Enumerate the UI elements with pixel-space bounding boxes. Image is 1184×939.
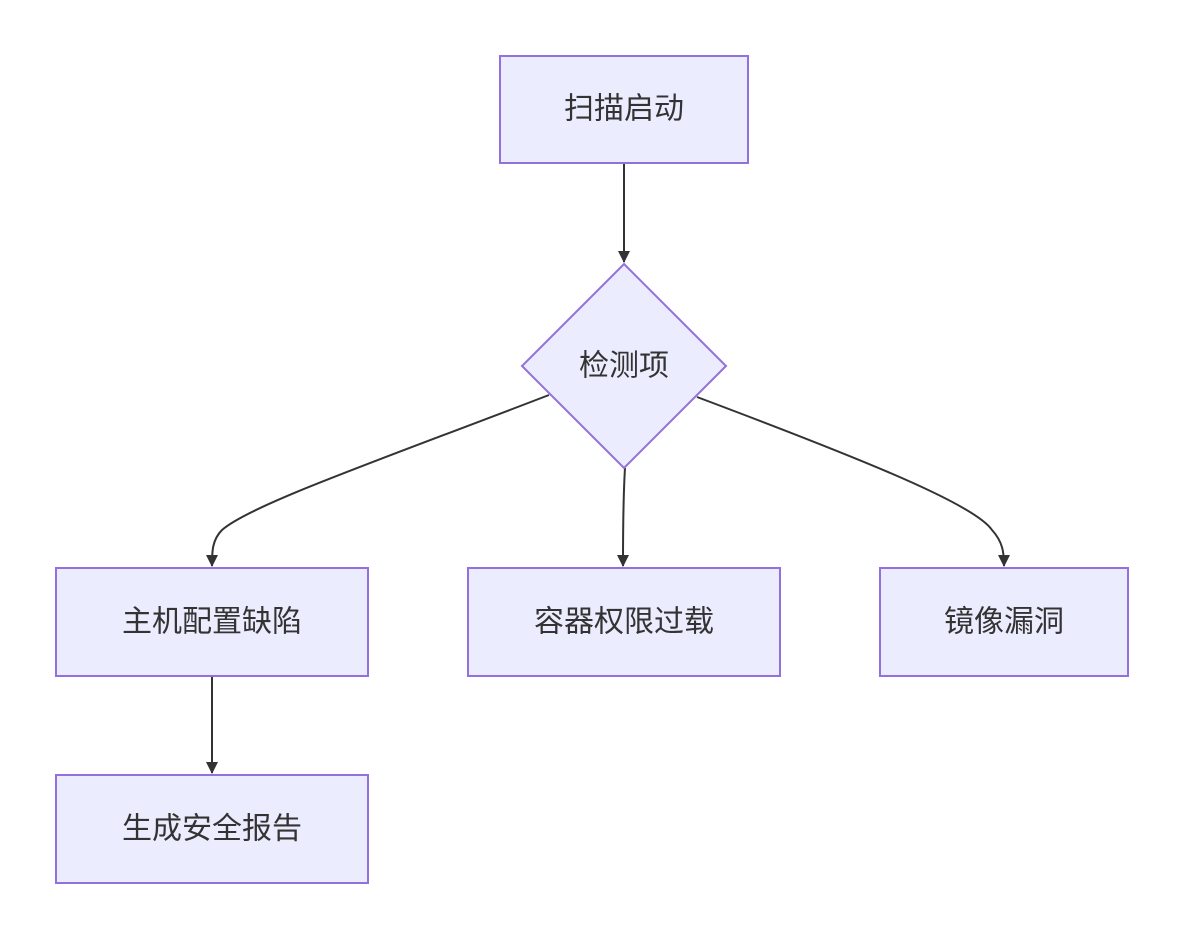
node-detection-decision-label: 检测项 bbox=[579, 349, 669, 384]
edge-check-to-container bbox=[617, 467, 630, 567]
node-host-config-defect-label: 主机配置缺陷 bbox=[122, 605, 302, 640]
node-image-vulnerability-label: 镜像漏洞 bbox=[944, 605, 1064, 640]
node-container-privilege-overload: 容器权限过载 bbox=[467, 567, 781, 677]
node-host-config-defect: 主机配置缺陷 bbox=[55, 567, 369, 677]
edges bbox=[206, 163, 1010, 774]
node-detection-decision: 检测项 bbox=[520, 262, 728, 470]
node-generate-security-report: 生成安全报告 bbox=[55, 774, 369, 884]
node-container-privilege-overload-label: 容器权限过载 bbox=[534, 605, 714, 640]
node-scan-start: 扫描启动 bbox=[499, 55, 749, 164]
edge-check-to-image bbox=[696, 396, 1010, 567]
node-scan-start-label: 扫描启动 bbox=[564, 92, 684, 127]
node-generate-security-report-label: 生成安全报告 bbox=[122, 812, 302, 847]
node-image-vulnerability: 镜像漏洞 bbox=[879, 567, 1129, 677]
edge-check-to-host bbox=[206, 394, 550, 567]
